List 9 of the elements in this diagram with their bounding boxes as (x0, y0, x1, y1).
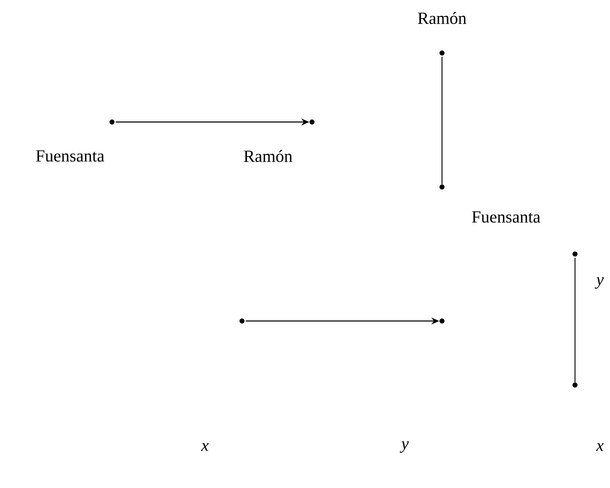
variable-label: x (596, 443, 604, 451)
variable-label: x (201, 443, 209, 451)
line (574, 257, 576, 383)
variable-label: y (594, 277, 604, 289)
node-label: Ramón (418, 12, 466, 24)
node-label: Ramón (244, 150, 292, 162)
node-label: Fuensanta (36, 150, 104, 162)
variable-label: y (400, 441, 409, 453)
node-label: Fuensanta (472, 211, 540, 223)
